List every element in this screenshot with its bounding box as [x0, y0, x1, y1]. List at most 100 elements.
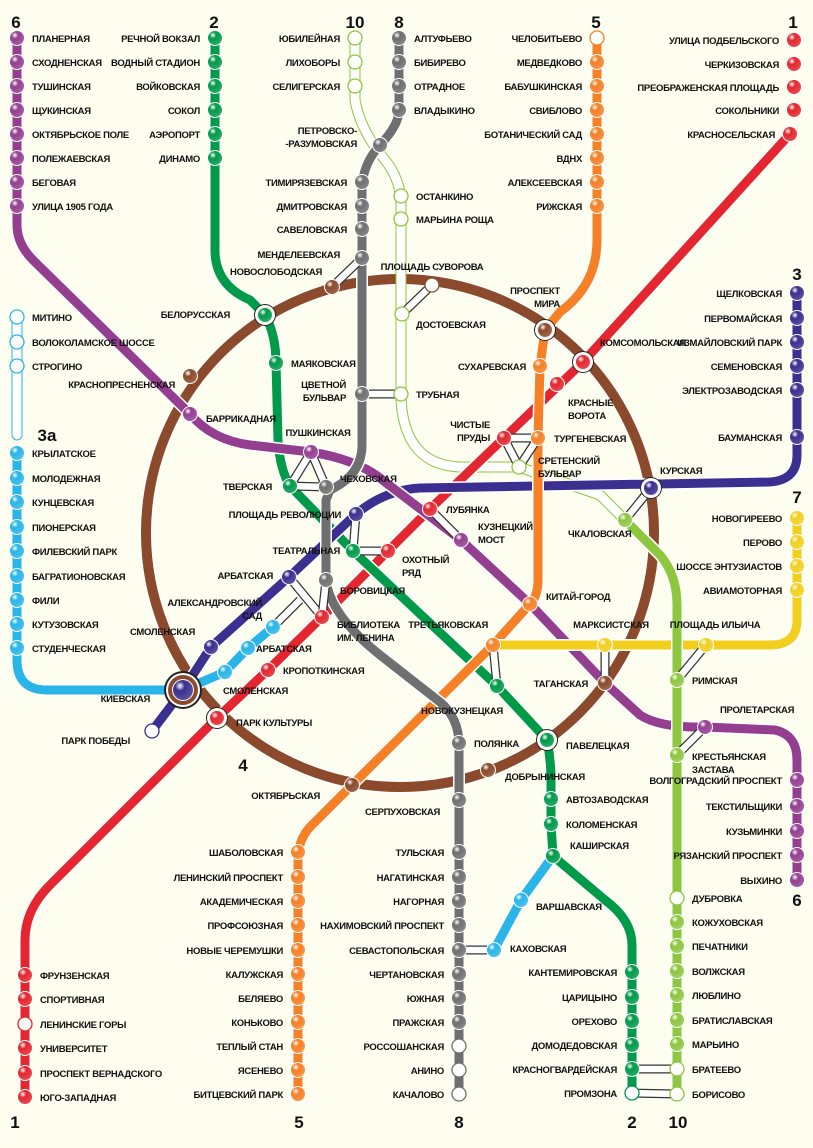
station-marker[interactable] — [790, 383, 804, 397]
station-marker[interactable] — [282, 570, 296, 584]
station-marker[interactable] — [790, 583, 804, 597]
station-marker[interactable] — [790, 359, 804, 373]
station-label[interactable]: СТРОГИНО — [32, 362, 82, 373]
station-label[interactable]: СМОЛЕНСКАЯ — [130, 627, 196, 638]
station-marker[interactable] — [208, 127, 222, 141]
station-marker-planned[interactable] — [451, 1062, 467, 1078]
station-marker[interactable] — [590, 199, 604, 213]
station-label[interactable]: ФИЛИ — [32, 596, 60, 607]
station-marker-planned[interactable] — [669, 1086, 685, 1102]
station-label[interactable]: КОЛОМЕНСКАЯ — [566, 820, 638, 831]
station-marker[interactable] — [18, 1090, 32, 1104]
station-label[interactable]: ПЛОЩАДЬ ИЛЬИЧА — [670, 620, 761, 631]
station-label[interactable]: БАГРАТИОНОВСКАЯ — [32, 572, 126, 583]
station-label[interactable]: ОТРАДНОЕ — [414, 82, 465, 93]
station-label[interactable]: АВИАМОТОРНАЯ — [703, 586, 783, 597]
station-label[interactable]: КРАСНОГВАРДЕЙСКАЯ — [512, 1064, 617, 1076]
station-marker[interactable] — [258, 308, 272, 322]
station-label[interactable]: ПЕРОВО — [743, 538, 782, 549]
station-marker[interactable] — [787, 33, 801, 47]
station-label[interactable]: КАЛУЖСКАЯ — [226, 970, 284, 981]
station-marker-planned[interactable] — [393, 211, 409, 227]
station-marker[interactable] — [291, 1063, 305, 1077]
station-marker[interactable] — [618, 513, 632, 527]
station-marker[interactable] — [452, 967, 466, 981]
station-label[interactable]: КОНЬКОВО — [231, 1018, 283, 1029]
station-label[interactable]: АВТОЗАВОДСКАЯ — [566, 795, 649, 806]
station-label[interactable]: ВОЛЖСКАЯ — [692, 967, 746, 978]
station-label[interactable]: СВИБЛОВО — [529, 106, 582, 117]
station-label[interactable]: БРАТИСЛАВСКАЯ — [692, 1016, 773, 1027]
station-label[interactable]: ЩУКИНСКАЯ — [32, 106, 91, 117]
station-marker[interactable] — [291, 870, 305, 884]
station-marker[interactable] — [423, 502, 437, 516]
station-marker-planned[interactable] — [17, 1016, 33, 1032]
station-label[interactable]: ВОЛОКОЛАМСКОЕ ШОССЕ — [32, 338, 155, 349]
station-label[interactable]: ТЕКСТИЛЬЩИКИ — [706, 802, 783, 813]
station-label[interactable]: ЧКАЛОВСКАЯ — [568, 529, 632, 540]
station-label[interactable]: КУТУЗОВСКАЯ — [32, 620, 99, 631]
station-label[interactable]: ТРУБНАЯ — [416, 390, 460, 401]
station-marker[interactable] — [355, 199, 369, 213]
station-label[interactable]: УЛИЦА ПОДБЕЛЬСКОГО — [669, 36, 779, 47]
station-marker[interactable] — [452, 870, 466, 884]
station-marker[interactable] — [291, 918, 305, 932]
station-label[interactable]: МАРЬИНА РОЩА — [416, 215, 494, 226]
station-marker[interactable] — [452, 845, 466, 859]
station-marker[interactable] — [208, 103, 222, 117]
station-marker[interactable] — [486, 638, 500, 652]
station-label[interactable]: ЦАРИЦЫНО — [562, 993, 617, 1004]
station-marker-planned[interactable] — [347, 78, 363, 94]
station-label[interactable]: ЧЕЛОБИТЬЕВО — [512, 34, 583, 45]
station-marker[interactable] — [531, 431, 545, 445]
station-marker[interactable] — [670, 1013, 684, 1027]
station-label[interactable]: ПАВЕЛЕЦКАЯ — [566, 741, 630, 752]
station-label[interactable]: БЕЛОРУССКАЯ — [161, 310, 231, 321]
station-marker[interactable] — [10, 175, 24, 189]
station-marker[interactable] — [283, 479, 297, 493]
station-marker[interactable] — [355, 251, 369, 265]
station-label[interactable]: ЩЕЛКОВСКАЯ — [716, 289, 782, 300]
station-marker[interactable] — [481, 763, 495, 777]
station-marker[interactable] — [291, 967, 305, 981]
station-marker[interactable] — [10, 569, 24, 583]
station-label[interactable]: ВАРШАВСКАЯ — [536, 902, 603, 913]
station-label[interactable]: ПЛОЩАДЬ СУВОРОВА — [381, 262, 484, 273]
station-marker[interactable] — [208, 55, 222, 69]
station-marker[interactable] — [590, 103, 604, 117]
station-label[interactable]: СУХАРЕВСКАЯ — [458, 362, 527, 373]
station-label[interactable]: СТУДЕНЧЕСКАЯ — [32, 644, 106, 655]
station-marker[interactable] — [18, 968, 32, 982]
station-label[interactable]: САВЕЛОВСКАЯ — [277, 225, 348, 236]
station-label[interactable]: ПЛОЩАДЬ РЕВОЛЮЦИИ — [229, 510, 342, 521]
station-label[interactable]: НАГАТИНСКАЯ — [377, 873, 445, 884]
station-label[interactable]: ПРОМЗОНА — [564, 1089, 618, 1100]
station-label[interactable]: ДОМОДЕДОВСКАЯ — [531, 1041, 617, 1052]
station-label[interactable]: КРЫЛАТСКОЕ — [32, 449, 96, 460]
station-marker[interactable] — [790, 848, 804, 862]
station-marker[interactable] — [452, 793, 466, 807]
station-marker[interactable] — [538, 323, 552, 337]
station-label[interactable]: ПАРК ПОБЕДЫ — [61, 736, 130, 747]
station-marker[interactable] — [381, 544, 395, 558]
station-marker-planned[interactable] — [393, 188, 409, 204]
station-marker[interactable] — [787, 80, 801, 94]
station-label[interactable]: КОЖУХОВСКАЯ — [692, 918, 764, 929]
station-marker[interactable] — [355, 387, 369, 401]
station-marker[interactable] — [452, 918, 466, 932]
station-label[interactable]: НОВЫЕ ЧЕРЕМУШКИ — [186, 946, 283, 957]
station-marker[interactable] — [514, 893, 528, 907]
station-marker[interactable] — [355, 175, 369, 189]
station-label[interactable]: АЛТУФЬЕВО — [414, 34, 472, 45]
station-marker[interactable] — [590, 79, 604, 93]
station-label[interactable]: РЯЗАНСКИЙ ПРОСПЕКТ — [674, 850, 783, 862]
station-label[interactable]: КУНЦЕВСКАЯ — [32, 498, 95, 509]
station-marker[interactable] — [208, 31, 222, 45]
station-marker[interactable] — [625, 1038, 639, 1052]
station-marker[interactable] — [698, 720, 712, 734]
station-marker[interactable] — [241, 641, 255, 655]
station-marker[interactable] — [315, 610, 329, 624]
